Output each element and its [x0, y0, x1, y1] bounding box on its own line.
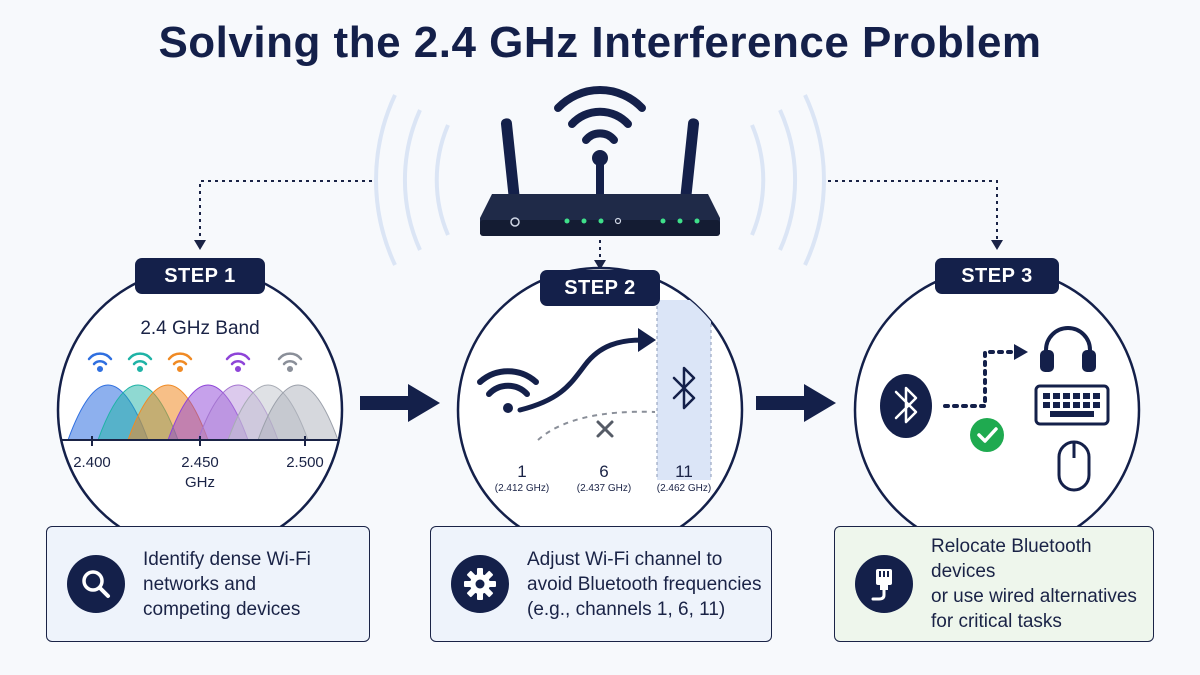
step1-card-line-1: Identify dense Wi-Fi	[143, 548, 311, 570]
gear-icon	[451, 555, 509, 613]
step3-badge: STEP 3	[935, 258, 1059, 294]
headphones-icon	[1040, 326, 1096, 372]
step1-badge: STEP 1	[135, 258, 265, 294]
band-label: 2.4 GHz Band	[140, 318, 259, 339]
router-icon	[480, 86, 720, 236]
keyboard-icon	[1034, 384, 1110, 426]
spectrum-wifi-icons	[87, 352, 303, 373]
frequency-axis	[60, 436, 340, 446]
wifi-icon	[277, 352, 303, 373]
channel-shift-arrow	[517, 337, 645, 413]
channel-shift-arrowhead	[638, 328, 656, 352]
channel-spectrum	[67, 384, 339, 441]
magnifier-icon	[67, 555, 125, 613]
channel-11-freq: (2.462 GHz)	[657, 483, 711, 494]
router-signal-arcs	[374, 94, 826, 266]
axis-tick-2500: 2.500	[286, 454, 324, 471]
channel-1-freq: (2.412 GHz)	[495, 483, 549, 494]
step3-card: Relocate Bluetooth devices or use wired …	[834, 526, 1154, 642]
axis-tick-2400: 2.400	[73, 454, 111, 471]
step2-badge: STEP 2	[540, 270, 660, 306]
blocked-x-icon	[596, 420, 614, 438]
channel-6-number: 6	[599, 462, 608, 481]
step1-card-line-2: networks and	[143, 573, 257, 595]
bluetooth-icon	[672, 366, 696, 410]
step3-card-line-3: for critical tasks	[931, 611, 1062, 632]
step3-card-line-2: or use wired alternatives	[931, 586, 1137, 607]
step2-card: Adjust Wi-Fi channel to avoid Bluetooth …	[430, 526, 772, 642]
channel-11-number: 11	[675, 462, 693, 481]
wifi-icon	[477, 368, 539, 413]
page-title: Solving the 2.4 GHz Interference Problem	[158, 18, 1042, 67]
ethernet-plug-icon	[855, 555, 913, 613]
relocate-arrowhead	[1014, 344, 1028, 360]
checkmark-icon	[970, 418, 1004, 452]
wifi-icon	[167, 352, 193, 373]
wifi-icon	[225, 352, 251, 373]
step2-card-line-3: (e.g., channels 1, 6, 11)	[527, 598, 726, 620]
step3-card-line-1: Relocate Bluetooth devices	[931, 536, 1092, 582]
step2-card-line-1: Adjust Wi-Fi channel to	[527, 548, 723, 570]
connector-arrowheads	[194, 240, 1003, 270]
flow-arrow-2	[756, 384, 836, 422]
step1-card-line-3: competing devices	[143, 598, 301, 620]
axis-tick-2450: 2.450	[181, 454, 219, 471]
step2-card-line-2: avoid Bluetooth frequencies	[527, 573, 762, 595]
wifi-icon	[87, 352, 113, 373]
wifi-icon	[127, 352, 153, 373]
axis-unit: GHz	[185, 474, 215, 491]
flow-arrow-1	[360, 384, 440, 422]
relocate-path	[943, 350, 1018, 408]
dotted-connectors	[199, 180, 998, 262]
step1-card: Identify dense Wi-Fi networks and compet…	[46, 526, 370, 642]
bluetooth-icon	[880, 374, 932, 438]
channel-1-number: 1	[517, 462, 526, 481]
channel-6-freq: (2.437 GHz)	[577, 483, 631, 494]
blocked-path	[537, 410, 656, 441]
mouse-icon	[1057, 440, 1091, 492]
